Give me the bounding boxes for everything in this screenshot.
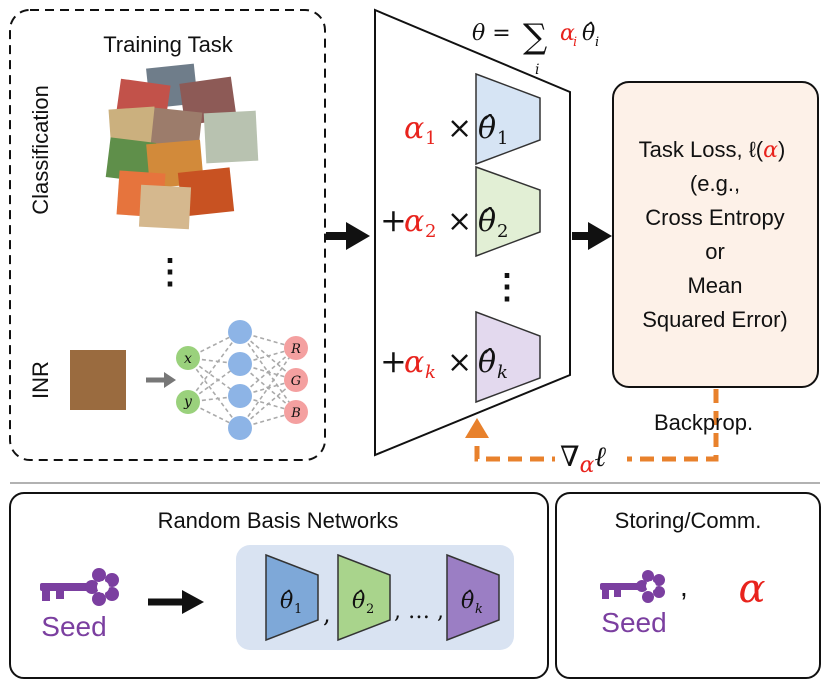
inr-label: INR bbox=[28, 361, 53, 399]
classification-label: Classification bbox=[28, 85, 53, 215]
inr-output-r: R bbox=[290, 342, 301, 357]
loss-line-6: Squared Error) bbox=[642, 307, 788, 332]
svg-text:×: × bbox=[447, 111, 472, 146]
alpha-2: α bbox=[404, 204, 424, 239]
svg-text:×: × bbox=[447, 204, 472, 239]
inr-hidden-node bbox=[228, 320, 252, 344]
svg-text:k: k bbox=[475, 602, 483, 617]
formula-theta-sub: i bbox=[595, 35, 599, 50]
inr-input-node-x bbox=[176, 346, 200, 370]
inr-arrow-head bbox=[164, 372, 176, 388]
random-basis-title: Random Basis Networks bbox=[158, 508, 399, 533]
random-basis-k bbox=[446, 553, 500, 642]
svg-text:, … ,: , … , bbox=[394, 599, 444, 624]
svg-text:2: 2 bbox=[366, 602, 374, 617]
storing-seed-label: Seed bbox=[601, 607, 666, 638]
svg-text:+: + bbox=[380, 342, 407, 380]
task-loss-box bbox=[612, 81, 819, 388]
sum-index: i bbox=[535, 62, 539, 78]
backprop-label: Backprop. bbox=[654, 410, 753, 435]
theta-k: θ̂ bbox=[478, 345, 496, 380]
loss-line-4: or bbox=[705, 239, 725, 264]
basis-network-1 bbox=[475, 72, 541, 166]
basis-network-2 bbox=[475, 165, 541, 258]
svg-text:,: , bbox=[323, 600, 331, 628]
svg-text:θ =: θ = bbox=[472, 21, 511, 46]
formula-alpha: α bbox=[560, 21, 575, 46]
storing-key-icon bbox=[600, 570, 665, 603]
alpha-1-sub: 1 bbox=[425, 128, 436, 149]
random-basis-box bbox=[9, 492, 549, 679]
storing-title: Storing/Comm. bbox=[615, 508, 762, 533]
theta-2: θ̂ bbox=[478, 204, 496, 239]
inr-output-g: G bbox=[291, 374, 301, 389]
training-task-box bbox=[9, 9, 326, 461]
backprop-arrow-head bbox=[465, 418, 489, 438]
svg-text:1: 1 bbox=[294, 602, 302, 617]
svg-text:θ̂: θ̂ bbox=[352, 589, 365, 614]
task-arrow-head bbox=[346, 222, 370, 250]
inr-hidden-node bbox=[228, 384, 252, 408]
inr-image bbox=[70, 350, 126, 410]
gradient-label: ∇αℓ bbox=[560, 440, 606, 478]
theta-1-sub: 1 bbox=[497, 128, 508, 149]
svg-text:θ̂: θ̂ bbox=[280, 589, 293, 614]
basis-network-k bbox=[475, 310, 541, 404]
task-ellipsis: ⋮ bbox=[153, 253, 187, 291]
alpha-1: α bbox=[404, 111, 424, 146]
inr-network bbox=[187, 331, 297, 429]
seed-arrow-head bbox=[182, 590, 204, 614]
inr-output-node-r bbox=[284, 336, 308, 360]
seed-label: Seed bbox=[41, 611, 106, 642]
theta-2-sub: 2 bbox=[497, 221, 508, 242]
basis-ellipsis: ⋮ bbox=[490, 268, 524, 306]
formula-theta: θ̂ bbox=[582, 21, 595, 46]
inr-output-node-b bbox=[284, 400, 308, 424]
basis-row-k: + α k × θ̂ k bbox=[380, 310, 541, 404]
theta-k-sub: k bbox=[497, 362, 508, 383]
loss-line-5: Mean bbox=[687, 273, 742, 298]
alpha-k-sub: k bbox=[425, 362, 436, 383]
alpha-k: α bbox=[404, 345, 424, 380]
basis-row-1: α 1 × θ̂ 1 bbox=[404, 72, 541, 166]
storing-comma: , bbox=[680, 571, 688, 602]
sum-symbol: ∑ bbox=[523, 17, 547, 57]
training-task-title: Training Task bbox=[103, 32, 234, 57]
svg-text:×: × bbox=[447, 345, 472, 380]
classification-image-collage bbox=[105, 63, 259, 230]
formula-alpha-sub: i bbox=[573, 35, 577, 50]
storing-alpha: α bbox=[738, 566, 765, 612]
svg-text:θ̂: θ̂ bbox=[461, 589, 474, 614]
inr-hidden-node bbox=[228, 352, 252, 376]
random-basis-2 bbox=[337, 553, 391, 642]
inr-input-node-y bbox=[176, 390, 200, 414]
loss-line-3: Cross Entropy bbox=[645, 205, 784, 230]
theta-1: θ̂ bbox=[478, 111, 496, 146]
loss-line-1: Task Loss, ℓ(α) bbox=[639, 137, 786, 163]
inr-hidden-node bbox=[228, 416, 252, 440]
storing-box bbox=[555, 492, 821, 679]
random-basis-1 bbox=[265, 553, 319, 642]
theta-formula: θ = ∑ i α i θ̂ i bbox=[472, 17, 599, 78]
alpha-2-sub: 2 bbox=[425, 221, 436, 242]
inr-input-x: x bbox=[184, 351, 192, 367]
key-icon bbox=[40, 568, 119, 606]
inr-input-y: y bbox=[183, 394, 193, 410]
svg-text:+: + bbox=[380, 201, 407, 239]
model-arrow-head bbox=[588, 222, 612, 250]
basis-row-2: + α 2 × θ̂ 2 bbox=[380, 165, 541, 258]
inr-output-node-g bbox=[284, 368, 308, 392]
loss-line-2: (e.g., bbox=[690, 171, 740, 196]
inr-output-b: B bbox=[290, 406, 301, 421]
gradient-label-bg bbox=[555, 440, 627, 474]
